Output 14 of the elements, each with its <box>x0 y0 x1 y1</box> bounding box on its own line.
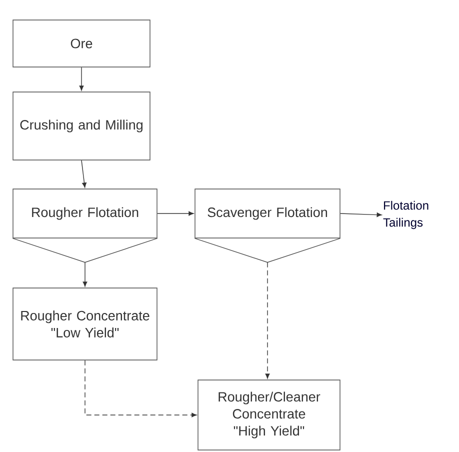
funnel-process-box: Rougher Flotation <box>12 188 158 263</box>
arrow <box>340 212 382 217</box>
arrow <box>82 262 88 287</box>
arrow <box>79 67 84 91</box>
arrow <box>157 211 194 216</box>
process-box: Rougher Concentrate "Low Yield" <box>12 288 158 360</box>
arrow <box>84 360 197 418</box>
arrow <box>265 262 270 379</box>
output-label: Flotation Tailings <box>383 200 428 230</box>
process-box: Rougher/Cleaner Concentrate "High Yield" <box>198 380 340 450</box>
process-box: Ore <box>12 20 150 68</box>
funnel-process-box: Scavenger Flotation <box>194 188 341 263</box>
process-box: Crushing and Milling <box>12 92 150 160</box>
arrow <box>81 160 86 188</box>
